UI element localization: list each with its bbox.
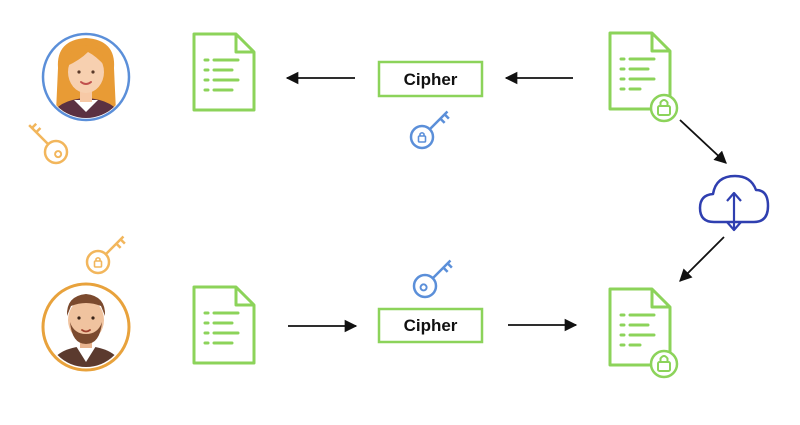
arrow-from-cloud bbox=[679, 236, 725, 282]
woman-avatar-icon bbox=[41, 32, 131, 122]
encrypted-document-icon bbox=[608, 31, 679, 123]
key-icon bbox=[28, 122, 69, 165]
key-icon bbox=[85, 235, 126, 275]
cipher-label-bottom: Cipher bbox=[404, 316, 458, 335]
cipher-box-top: Cipher bbox=[377, 60, 484, 98]
lock-icon bbox=[649, 349, 679, 379]
key-icon bbox=[409, 110, 450, 150]
document-icon bbox=[192, 32, 256, 112]
man-avatar-icon bbox=[41, 282, 131, 372]
lock-icon bbox=[417, 131, 427, 143]
lock-icon bbox=[93, 256, 103, 268]
encrypted-document-icon bbox=[608, 287, 679, 379]
arrow-to-cloud bbox=[679, 119, 727, 164]
lock-icon bbox=[649, 93, 679, 123]
arrows bbox=[285, 71, 727, 333]
key-icon bbox=[412, 259, 453, 299]
cloud-sync-icon bbox=[698, 174, 770, 232]
document-icon bbox=[192, 285, 256, 365]
cipher-label-top: Cipher bbox=[404, 70, 458, 89]
cipher-box-bottom: Cipher bbox=[377, 307, 484, 344]
